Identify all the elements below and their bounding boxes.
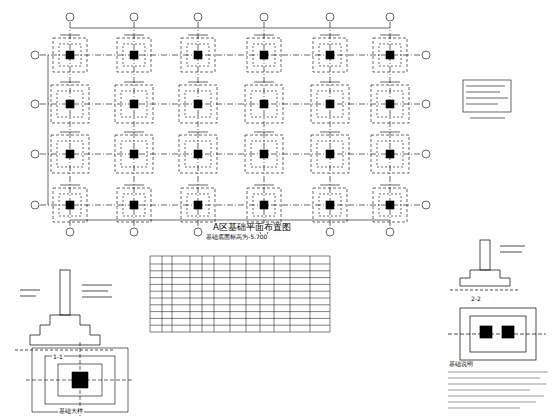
drawing-label: 1-1 (52, 354, 64, 361)
section-1-1 (15, 270, 115, 350)
notes-lines (448, 372, 548, 408)
footing-table (150, 256, 330, 332)
foundation-plan (31, 13, 430, 236)
drawing-title: A区基础平面布置图 (212, 223, 292, 232)
drawing-label: 基础说明 (448, 361, 474, 368)
detail-note (463, 80, 511, 118)
drawing-label: 2-2 (470, 296, 482, 303)
drawing-label: 基础大样 (58, 408, 84, 415)
footing-detail-plan (26, 342, 134, 416)
drawing-label: 基础底面标高为-5.700 (205, 234, 268, 241)
section-2-2 (448, 240, 546, 360)
